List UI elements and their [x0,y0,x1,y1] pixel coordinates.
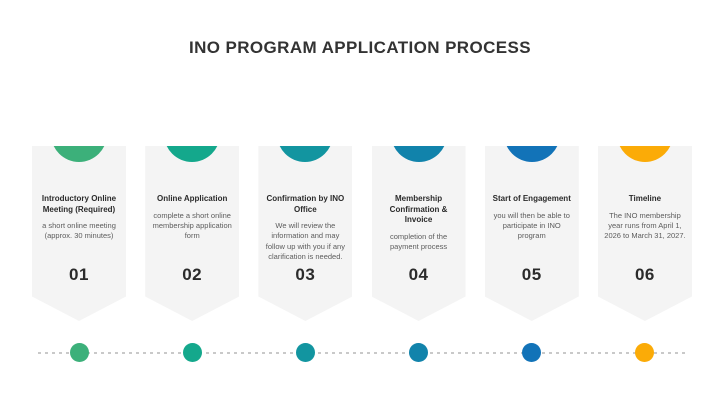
process-step-card-1[interactable]: Introductory Online Meeting (Required) a… [32,146,126,321]
clock-rewind-icon [632,146,658,147]
step-3-body: We will review the information and may f… [265,221,345,262]
step-5-badge [503,146,560,162]
credit-card-icon [406,146,432,147]
step-4-number: 04 [408,265,429,284]
step-2-title: Online Application [157,194,228,203]
timeline-dot-6 [635,343,655,362]
step-6-body: The INO membership year runs from April … [604,210,686,241]
timeline-slot-1 [32,343,126,362]
step-6-number: 06 [634,265,655,284]
step-4-body: completion of the payment process [390,231,448,251]
process-step-card-5[interactable]: Start of Engagement you will then be abl… [484,146,579,321]
step-4-title: Membership Confirmation & Invoice [389,194,448,225]
timeline-slot-5 [485,343,579,362]
step-1-number: 01 [69,265,89,284]
process-step-card-2[interactable]: Online Application complete a short onli… [145,146,240,321]
process-steps-row: Introductory Online Meeting (Required) a… [32,146,692,321]
timeline-dot-4 [409,343,429,362]
clipboard-icon [179,146,205,147]
step-5-number: 05 [521,265,542,284]
process-step-card-4[interactable]: Membership Confirmation & Invoice comple… [371,146,466,321]
process-step-card-6[interactable]: Timeline The INO membership year runs fr… [597,146,692,321]
step-2-number: 02 [182,265,203,284]
step-2-badge [164,146,221,162]
timeline-slot-6 [598,343,692,362]
thumbs-up-icon [519,146,545,147]
step-6-title: Timeline [628,194,662,203]
timeline-dot-3 [295,343,315,362]
timeline-markers [32,343,692,362]
step-3-number: 03 [295,265,316,284]
step-5-title: Start of Engagement [492,194,571,203]
step-4-badge [390,146,447,162]
timeline-dot-5 [522,343,542,362]
timeline-dot-1 [69,343,89,362]
step-1-title: Introductory Online Meeting (Required) [41,194,117,214]
step-5-body: you will then be able to participate in … [493,210,570,241]
step-3-badge [277,146,334,162]
briefcase-check-icon [292,146,318,147]
step-2-body: complete a short online membership appli… [152,210,232,241]
timeline-dot-2 [182,343,202,362]
step-1-body: a short online meeting (approx. 30 minut… [42,221,116,241]
timeline-slot-4 [372,343,466,362]
step-1-badge [51,146,107,162]
step-6-badge [616,146,673,162]
timeline-slot-3 [258,343,352,362]
page-title: INO PROGRAM APPLICATION PROCESS [188,38,532,57]
timeline-dotted-line [38,352,686,354]
process-step-card-3[interactable]: Confirmation by INO Office We will revie… [258,146,353,321]
timeline-slot-2 [145,343,239,362]
people-icon [66,146,92,147]
step-3-title: Confirmation by INO Office [266,194,345,214]
